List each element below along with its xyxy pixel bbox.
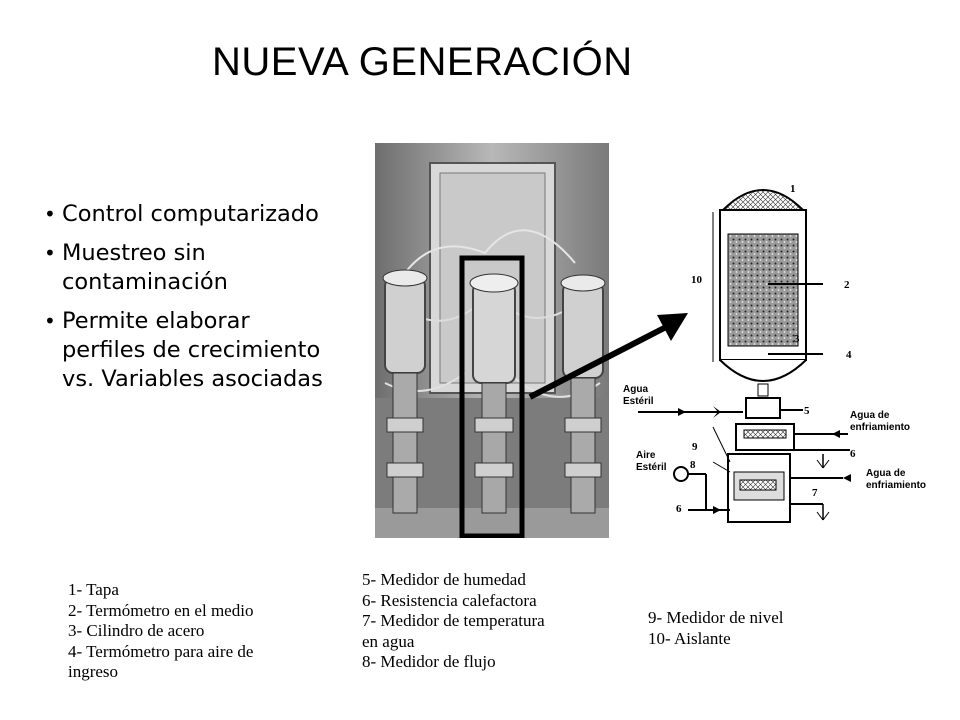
arrow-icon	[528, 313, 688, 400]
legend-item: 5- Medidor de humedad	[362, 570, 526, 589]
num-4: 4	[846, 349, 852, 361]
num-10: 10	[691, 274, 703, 286]
bullet-perfiles: Permite elaborar perfiles de crecimiento…	[42, 307, 332, 394]
bioreactor-schematic: Agua Estéril Aire Estéril Agua de enfria…	[623, 183, 926, 523]
label-agua-esteril: Agua	[623, 384, 648, 395]
legend-item: 7- Medidor de temperatura	[362, 611, 545, 630]
legend-item: 6- Resistencia calefactora	[362, 590, 537, 610]
legend-column-1: 1- Tapa 2- Termómetro en el medio 3- Cil…	[68, 580, 253, 683]
label-agua-enfriamiento-bottom: Agua de	[866, 468, 906, 479]
legend-column-3: 9- Medidor de nivel 10- Aislante	[648, 608, 784, 649]
num-3: 3	[794, 333, 800, 345]
num-8: 8	[690, 459, 696, 471]
legend-item: 8- Medidor de flujo	[362, 652, 496, 671]
feature-list: Control computarizado Muestreo sin conta…	[42, 200, 332, 404]
bullet-muestreo: Muestreo sin contaminación	[42, 239, 332, 297]
legend-column-2: 5- Medidor de humedad 6- Resistencia cal…	[362, 570, 545, 673]
legend-item: 10- Aislante	[648, 628, 731, 648]
legend-item: en agua	[362, 631, 415, 651]
legend-item: 1- Tapa	[68, 580, 119, 599]
svg-text:enfriamiento: enfriamiento	[866, 480, 926, 491]
num-6b: 6	[676, 503, 682, 515]
num-7: 7	[812, 487, 818, 499]
svg-text:Estéril: Estéril	[623, 396, 654, 407]
num-2: 2	[844, 279, 850, 291]
svg-text:Estéril: Estéril	[636, 462, 667, 473]
slide-title: NUEVA GENERACIÓN	[212, 40, 633, 84]
label-agua-enfriamiento-top: Agua de	[850, 410, 890, 421]
legend-item: 9- Medidor de nivel	[648, 608, 784, 627]
num-1: 1	[790, 183, 796, 195]
num-6a: 6	[850, 448, 856, 460]
bullet-control: Control computarizado	[42, 200, 332, 229]
legend-item: 4- Termómetro para aire de	[68, 641, 254, 661]
svg-text:enfriamiento: enfriamiento	[850, 422, 910, 433]
legend-item: 3- Cilindro de acero	[68, 621, 205, 640]
bioreactor-photo	[375, 143, 609, 538]
num-5: 5	[804, 405, 810, 417]
legend-item: 2- Termómetro en el medio	[68, 600, 254, 620]
highlight-box	[459, 255, 525, 538]
legend-item: ingreso	[68, 662, 119, 681]
num-9: 9	[692, 441, 698, 453]
label-aire-esteril: Aire	[636, 450, 656, 461]
